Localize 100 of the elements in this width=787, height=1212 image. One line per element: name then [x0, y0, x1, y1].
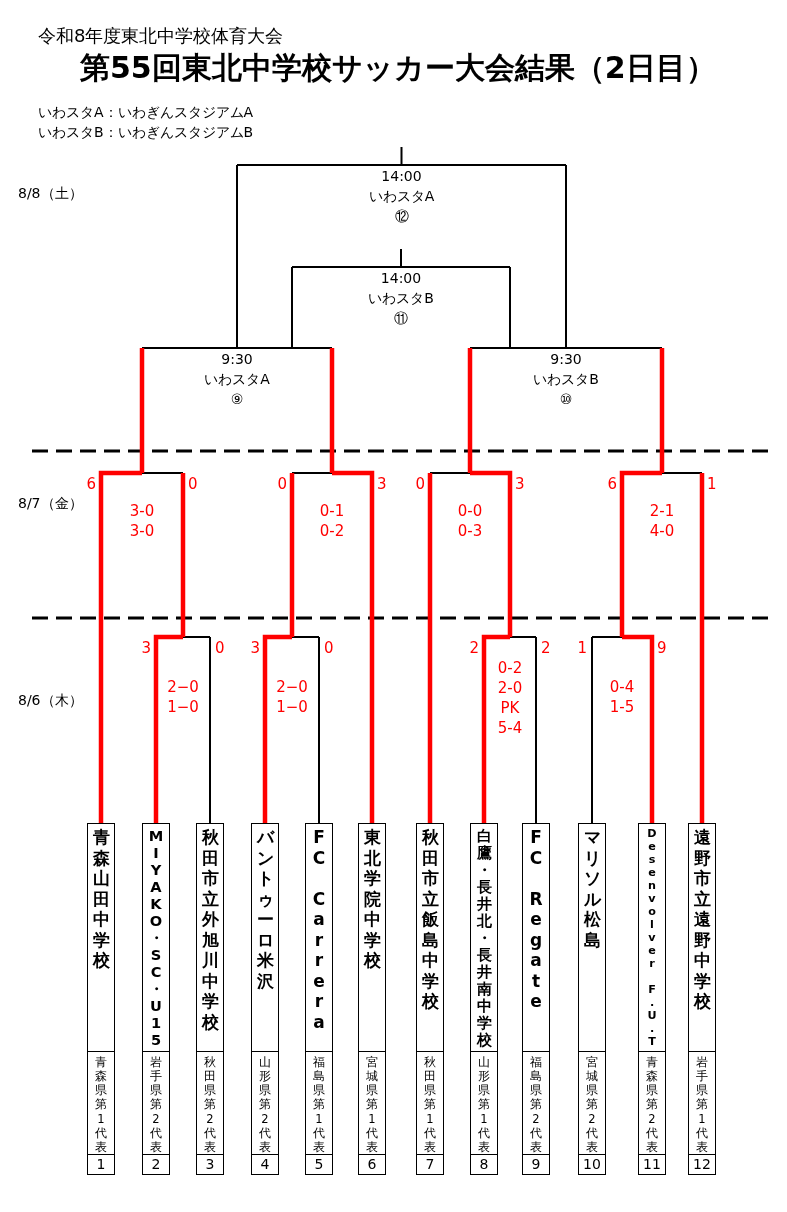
goal-count: 0 — [414, 476, 426, 492]
match-time: 14:00 — [380, 269, 422, 288]
match-number: ⑪ — [394, 309, 408, 328]
bracket-line — [481, 634, 510, 823]
bracket-line — [619, 470, 662, 637]
team-name: MIYAKO・SC・U15 — [148, 827, 164, 1048]
bracket-line — [180, 473, 186, 637]
goal-count: 2 — [540, 640, 552, 656]
seed-number: 6 — [367, 1155, 377, 1173]
prefecture-rank: 岩手県第1代表 — [696, 1055, 708, 1154]
goal-count: 3 — [514, 476, 526, 492]
team-panel — [416, 823, 444, 1175]
bracket-line — [509, 266, 511, 349]
seed-number: 5 — [314, 1155, 324, 1173]
bracket-line — [400, 248, 402, 268]
team-panel — [196, 823, 224, 1175]
bracket-line — [139, 348, 145, 473]
bracket-line — [699, 473, 705, 823]
team-panel — [358, 823, 386, 1175]
team-name: バントゥーロ米沢 — [256, 827, 274, 991]
team-name: マリソル松島 — [583, 827, 601, 950]
bracket-line — [470, 470, 513, 637]
team-name: FC Regate — [529, 827, 543, 1012]
page-title: 第55回東北中学校サッカー大会結果（2日目） — [80, 50, 716, 86]
prefecture-rank: 福島県第1代表 — [313, 1055, 325, 1154]
goal-count: 2 — [468, 640, 480, 656]
seed-number: 3 — [205, 1155, 215, 1173]
score-text: 0-2 2-0 PK 5-4 — [496, 658, 524, 738]
bracket-line — [209, 636, 211, 824]
bracket-line — [153, 634, 183, 823]
team-name: 遠野市立遠野中学校 — [693, 827, 711, 1012]
event-subtitle: 令和8年度東北中学校体育大会 — [38, 25, 284, 47]
bracket-line — [591, 636, 593, 824]
team-name: Desenvolver F.U.T — [647, 827, 657, 1048]
seed-number: 8 — [479, 1155, 489, 1173]
goal-count: 0 — [214, 640, 226, 656]
prefecture-rank: 宮城県第2代表 — [586, 1055, 598, 1154]
bracket-line — [400, 146, 403, 166]
team-panel — [305, 823, 333, 1175]
date-label: 8/6（木） — [18, 691, 83, 709]
score-text: 3-0 3-0 — [128, 501, 156, 541]
seed-number: 2 — [151, 1155, 161, 1173]
team-name: 青森山田中学校 — [92, 827, 110, 971]
match-number: ⑩ — [559, 390, 573, 409]
bracket-line — [659, 348, 665, 473]
score-text: 2−0 1−0 — [166, 677, 200, 717]
team-name: 秋田市立外旭川中学校 — [201, 827, 219, 1032]
goal-count: 0 — [276, 476, 288, 492]
seed-number: 10 — [583, 1155, 601, 1173]
goal-count: 3 — [376, 476, 388, 492]
date-label: 8/7（金） — [18, 494, 83, 512]
prefecture-rank: 山形県第1代表 — [478, 1055, 490, 1154]
prefecture-rank: 秋田県第1代表 — [424, 1055, 436, 1154]
prefecture-rank: 宮城県第1代表 — [366, 1055, 378, 1154]
team-panel — [470, 823, 498, 1175]
date-label: 8/8（土） — [18, 184, 83, 202]
seed-number: 11 — [643, 1155, 661, 1173]
bracket-line — [565, 164, 567, 349]
seed-number: 1 — [96, 1155, 106, 1173]
seed-number: 12 — [693, 1155, 711, 1173]
score-text: 0-0 0-3 — [456, 501, 484, 541]
team-panel — [251, 823, 279, 1175]
seed-number: 4 — [260, 1155, 270, 1173]
bracket-line — [291, 266, 293, 349]
prefecture-rank: 福島県第2代表 — [530, 1055, 542, 1154]
prefecture-rank: 青森県第1代表 — [95, 1055, 107, 1154]
match-time: 14:00 — [381, 167, 422, 186]
team-panel — [688, 823, 716, 1175]
bracket-line — [262, 634, 292, 823]
team-name: FC Carrera — [312, 827, 326, 1032]
bracket-line — [427, 473, 433, 823]
match-time: 9:30 — [221, 350, 253, 369]
prefecture-rank: 岩手県第2代表 — [150, 1055, 162, 1154]
prefecture-rank: 山形県第2代表 — [259, 1055, 271, 1154]
venue-note: いわスタA：いわぎんスタジアムA — [38, 103, 254, 121]
goal-count: 1 — [576, 640, 588, 656]
bracket-line — [622, 634, 655, 823]
goal-count: 3 — [249, 640, 261, 656]
score-text: 2-1 4-0 — [648, 501, 676, 541]
venue-note: いわスタB：いわぎんスタジアムB — [38, 123, 254, 141]
goal-count: 1 — [706, 476, 718, 492]
bracket-line — [535, 636, 537, 824]
bracket-line — [236, 164, 238, 349]
team-panel — [638, 823, 666, 1175]
goal-count: 6 — [606, 476, 618, 492]
bracket-line — [332, 470, 375, 823]
team-name: 東北学院中学校 — [363, 827, 381, 971]
goal-count: 9 — [656, 640, 668, 656]
bracket-match — [292, 266, 510, 328]
score-text: 2−0 1−0 — [275, 677, 309, 717]
team-panel — [578, 823, 606, 1175]
venue-name: いわスタB — [368, 289, 434, 308]
goal-count: 0 — [187, 476, 199, 492]
team-panel — [142, 823, 170, 1175]
goal-count: 0 — [323, 640, 335, 656]
team-panel — [87, 823, 115, 1175]
score-text: 0-4 1-5 — [608, 677, 636, 717]
bracket-line — [318, 636, 320, 824]
goal-count: 6 — [85, 476, 97, 492]
bracket-line — [467, 348, 473, 473]
